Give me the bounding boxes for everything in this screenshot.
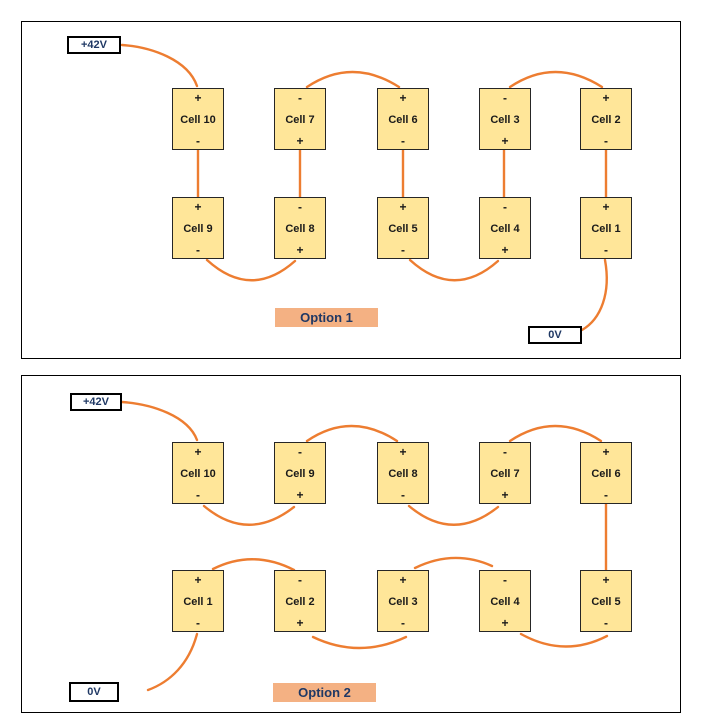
cell-bottom-polarity: -	[604, 134, 608, 148]
option2-panel	[21, 375, 681, 713]
ground-voltage-label-option1: 0V	[548, 329, 562, 341]
cell-top-polarity: +	[399, 91, 407, 105]
cell-bottom-polarity: +	[501, 616, 509, 630]
cell-top-polarity: -	[503, 573, 507, 587]
cell-bottom-polarity: -	[401, 134, 405, 148]
cell-box-cell-6-option-1: + Cell 6 -	[377, 88, 429, 150]
cell-top-polarity: +	[602, 573, 610, 587]
cell-label: Cell 7	[285, 113, 315, 126]
cell-bottom-polarity: -	[401, 243, 405, 257]
cell-label: Cell 4	[490, 222, 520, 235]
cell-bottom-polarity: -	[196, 243, 200, 257]
cell-box-cell-1-option-1: + Cell 1 -	[580, 197, 632, 259]
option2-title-text: Option 2	[298, 685, 351, 700]
cell-box-cell-10-option-2: + Cell 10 -	[172, 442, 224, 504]
cell-top-polarity: -	[503, 91, 507, 105]
cell-box-cell-1-option-2: + Cell 1 -	[172, 570, 224, 632]
cell-label: Cell 4	[490, 595, 520, 608]
cell-label: Cell 8	[285, 222, 315, 235]
cell-bottom-polarity: +	[296, 488, 304, 502]
cell-label: Cell 2	[285, 595, 315, 608]
cell-box-cell-9-option-1: + Cell 9 -	[172, 197, 224, 259]
cell-label: Cell 6	[591, 467, 621, 480]
cell-bottom-polarity: +	[296, 134, 304, 148]
supply-voltage-label-option2: +42V	[83, 396, 109, 408]
cell-label: Cell 8	[388, 467, 418, 480]
cell-label: Cell 1	[183, 595, 213, 608]
cell-top-polarity: -	[298, 91, 302, 105]
cell-box-cell-7-option-1: - Cell 7 +	[274, 88, 326, 150]
cell-top-polarity: -	[503, 445, 507, 459]
cell-top-polarity: +	[194, 200, 202, 214]
option2-title-badge: Option 2	[273, 683, 376, 702]
cell-bottom-polarity: -	[401, 488, 405, 502]
cell-top-polarity: +	[399, 445, 407, 459]
cell-label: Cell 10	[180, 467, 216, 480]
cell-bottom-polarity: -	[401, 616, 405, 630]
option1-title-badge: Option 1	[275, 308, 378, 327]
supply-voltage-label-option1: +42V	[81, 39, 107, 51]
cell-bottom-polarity: -	[604, 243, 608, 257]
cell-top-polarity: +	[194, 91, 202, 105]
cell-box-cell-6-option-2: + Cell 6 -	[580, 442, 632, 504]
cell-bottom-polarity: +	[501, 488, 509, 502]
option1-title-text: Option 1	[300, 310, 353, 325]
supply-voltage-box-option1: +42V	[67, 36, 121, 54]
ground-voltage-label-option2: 0V	[87, 686, 101, 698]
cell-box-cell-2-option-2: - Cell 2 +	[274, 570, 326, 632]
cell-box-cell-3-option-1: - Cell 3 +	[479, 88, 531, 150]
cell-label: Cell 6	[388, 113, 418, 126]
cell-top-polarity: +	[399, 200, 407, 214]
cell-box-cell-3-option-2: + Cell 3 -	[377, 570, 429, 632]
cell-label: Cell 9	[183, 222, 213, 235]
cell-bottom-polarity: -	[604, 616, 608, 630]
cell-bottom-polarity: +	[296, 243, 304, 257]
cell-box-cell-2-option-1: + Cell 2 -	[580, 88, 632, 150]
cell-bottom-polarity: +	[501, 243, 509, 257]
cell-top-polarity: +	[602, 200, 610, 214]
cell-top-polarity: -	[298, 200, 302, 214]
cell-label: Cell 7	[490, 467, 520, 480]
cell-box-cell-8-option-2: + Cell 8 -	[377, 442, 429, 504]
cell-bottom-polarity: -	[604, 488, 608, 502]
cell-label: Cell 3	[490, 113, 520, 126]
cell-bottom-polarity: +	[501, 134, 509, 148]
ground-voltage-box-option2: 0V	[69, 682, 119, 702]
cell-top-polarity: -	[503, 200, 507, 214]
cell-top-polarity: +	[602, 445, 610, 459]
supply-voltage-box-option2: +42V	[70, 393, 122, 411]
cell-bottom-polarity: -	[196, 134, 200, 148]
cell-box-cell-10-option-1: + Cell 10 -	[172, 88, 224, 150]
ground-voltage-box-option1: 0V	[528, 326, 582, 344]
cell-label: Cell 1	[591, 222, 621, 235]
cell-top-polarity: -	[298, 445, 302, 459]
cell-label: Cell 5	[388, 222, 418, 235]
cell-top-polarity: +	[194, 445, 202, 459]
cell-top-polarity: +	[602, 91, 610, 105]
cell-box-cell-8-option-1: - Cell 8 +	[274, 197, 326, 259]
cell-label: Cell 3	[388, 595, 418, 608]
cell-top-polarity: +	[194, 573, 202, 587]
cell-box-cell-4-option-2: - Cell 4 +	[479, 570, 531, 632]
cell-box-cell-5-option-2: + Cell 5 -	[580, 570, 632, 632]
cell-box-cell-5-option-1: + Cell 5 -	[377, 197, 429, 259]
cell-bottom-polarity: -	[196, 488, 200, 502]
cell-label: Cell 5	[591, 595, 621, 608]
cell-label: Cell 10	[180, 113, 216, 126]
cell-box-cell-7-option-2: - Cell 7 +	[479, 442, 531, 504]
cell-bottom-polarity: +	[296, 616, 304, 630]
cell-top-polarity: +	[399, 573, 407, 587]
cell-box-cell-4-option-1: - Cell 4 +	[479, 197, 531, 259]
cell-bottom-polarity: -	[196, 616, 200, 630]
cell-label: Cell 9	[285, 467, 315, 480]
cell-box-cell-9-option-2: - Cell 9 +	[274, 442, 326, 504]
cell-top-polarity: -	[298, 573, 302, 587]
cell-label: Cell 2	[591, 113, 621, 126]
